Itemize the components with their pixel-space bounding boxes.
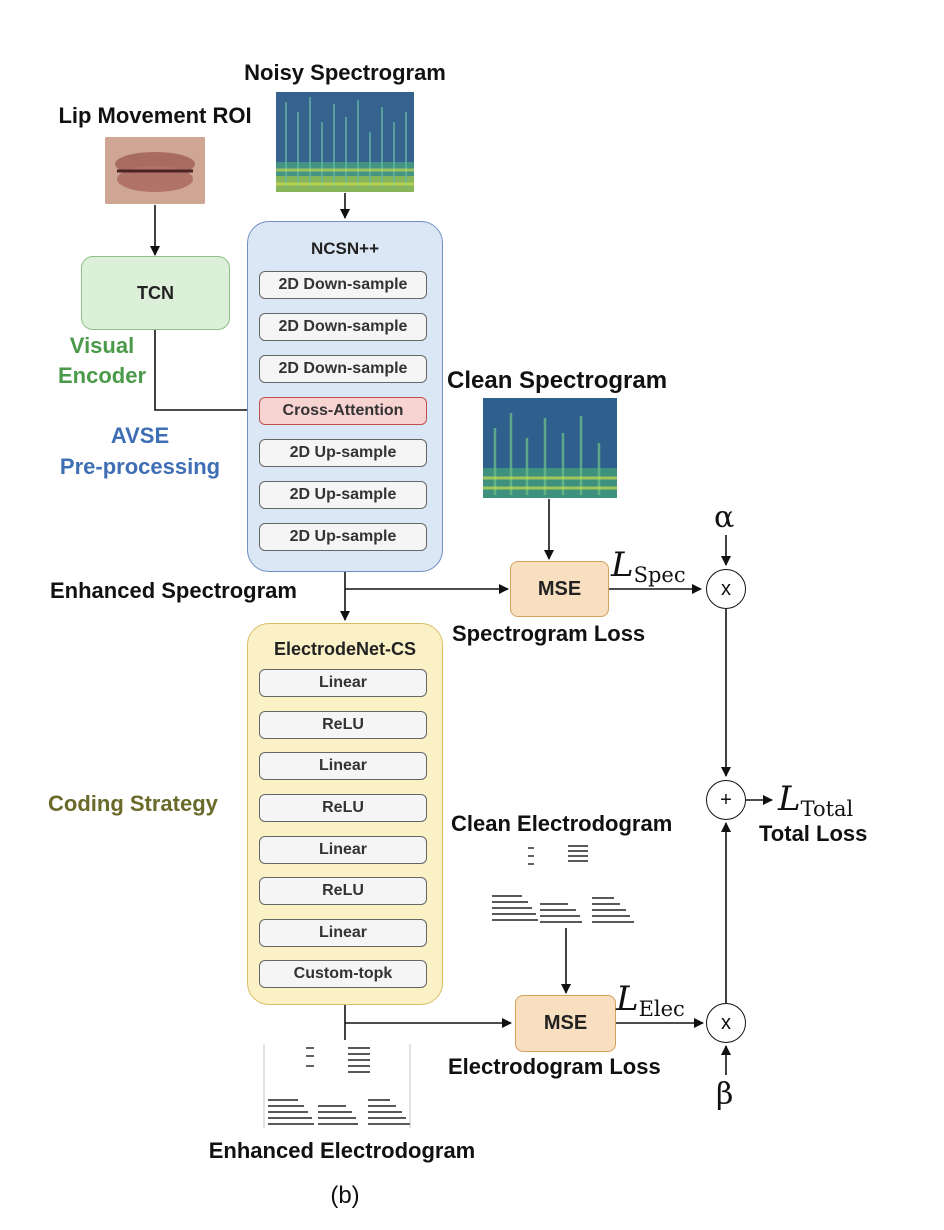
enhanced-spectrogram-label: Enhanced Spectrogram — [50, 578, 297, 603]
lip-roi-image — [105, 137, 205, 204]
ncsn-layer-up-3: 2D Up-sample — [259, 523, 427, 551]
ncsn-title: NCSN++ — [310, 239, 380, 258]
spectrogram-loss-label: Spectrogram Loss — [452, 621, 646, 646]
ncsn-layer-cross-attention: Cross-Attention — [259, 397, 427, 425]
clean-spectrogram-label: Clean Spectrogram — [447, 367, 668, 394]
enhanced-electrodogram-texture — [262, 1042, 412, 1130]
avse-label-2: Pre-processing — [59, 454, 221, 479]
l-spec-sub: Spec — [633, 563, 686, 587]
lip-movement-roi-label: Lip Movement ROI — [58, 103, 252, 128]
alpha-symbol: α — [714, 500, 735, 535]
mse-electrodogram-label: MSE — [543, 1012, 588, 1034]
l-elec-sub: Elec — [638, 997, 685, 1021]
l-total-main: L — [778, 779, 801, 819]
visual-encoder-label-1: Visual — [69, 333, 135, 358]
tcn-box: TCN — [81, 256, 230, 330]
visual-encoder-label-2: Encoder — [57, 363, 147, 388]
multiply-top-node: x — [706, 569, 746, 609]
mse-electrodogram-box: MSE — [515, 995, 616, 1052]
electrodogram-loss-label: Electrodogram Loss — [448, 1054, 661, 1079]
noisy-spectrogram-image — [276, 92, 414, 192]
clean-electrodogram-label: Clean Electrodogram — [451, 811, 673, 836]
ncsn-layer-down-3: 2D Down-sample — [259, 355, 427, 383]
enhanced-electrodogram-label: Enhanced Electrodogram — [208, 1138, 476, 1163]
multiply-bottom-node: x — [706, 1003, 746, 1043]
electrodenet-layer-linear-1: Linear — [259, 669, 427, 697]
clean-spectrogram-image — [483, 398, 617, 498]
noisy-spectrogram-texture — [276, 92, 414, 192]
tcn-label: TCN — [137, 282, 174, 303]
avse-label-1: AVSE — [110, 423, 170, 448]
l-spec-main: L — [611, 545, 634, 585]
plus-node: + — [706, 780, 746, 820]
electrodenet-layer-relu-3: ReLU — [259, 877, 427, 905]
figure-caption: (b) — [330, 1182, 360, 1209]
electrodenet-layer-relu-2: ReLU — [259, 794, 427, 822]
l-elec-main: L — [616, 979, 639, 1019]
lip-image-texture — [105, 137, 205, 204]
enhanced-electrodogram-image — [262, 1042, 412, 1130]
coding-strategy-label: Coding Strategy — [48, 791, 218, 816]
electrodenet-layer-linear-2: Linear — [259, 752, 427, 780]
ncsn-layer-up-1: 2D Up-sample — [259, 439, 427, 467]
l-elec-math: LElec — [616, 979, 685, 1020]
noisy-spectrogram-label: Noisy Spectrogram — [244, 60, 446, 85]
mse-spectrogram-label: MSE — [537, 577, 582, 600]
electrodenet-title: ElectrodeNet-CS — [273, 639, 417, 659]
ncsn-layer-down-1: 2D Down-sample — [259, 271, 427, 299]
total-loss-label: Total Loss — [759, 821, 868, 846]
clean-spectrogram-texture — [483, 398, 617, 498]
electrodenet-layer-relu-1: ReLU — [259, 711, 427, 739]
clean-electrodogram-texture — [488, 842, 638, 928]
mse-spectrogram-box: MSE — [510, 561, 609, 617]
l-total-math: LTotal — [778, 779, 853, 820]
electrodenet-layer-linear-4: Linear — [259, 919, 427, 947]
ncsn-layer-down-2: 2D Down-sample — [259, 313, 427, 341]
clean-electrodogram-image — [488, 842, 638, 928]
electrodenet-layer-custom-topk: Custom-topk — [259, 960, 427, 988]
beta-symbol: β — [716, 1077, 734, 1112]
l-spec-math: LSpec — [611, 545, 686, 586]
ncsn-layer-up-2: 2D Up-sample — [259, 481, 427, 509]
arrow-tcn-to-cross-attention — [154, 330, 257, 415]
l-total-sub: Total — [800, 797, 854, 821]
electrodenet-layer-linear-3: Linear — [259, 836, 427, 864]
